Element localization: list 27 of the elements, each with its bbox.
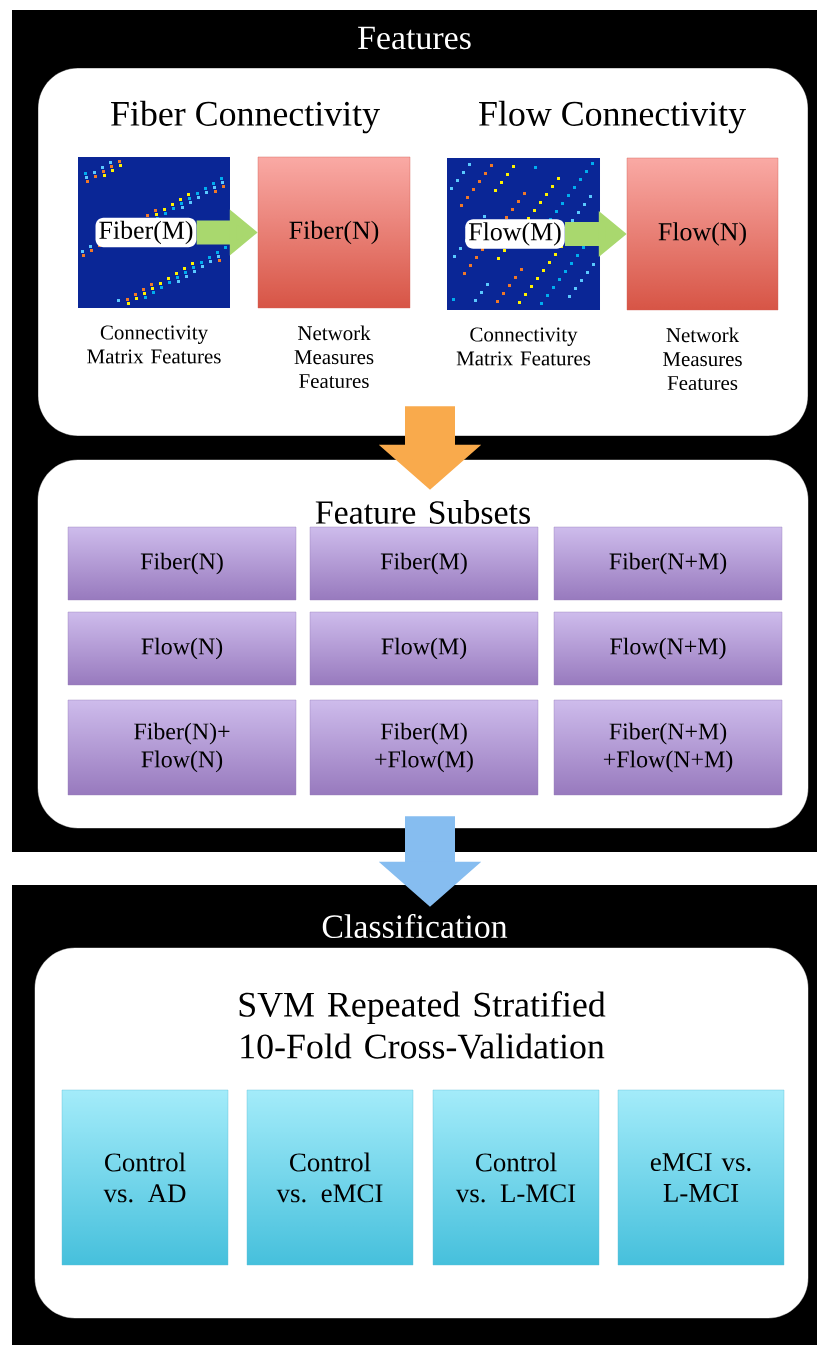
- measure-box: Flow(N): [626, 157, 779, 311]
- measure-box: Fiber(N): [257, 156, 411, 309]
- subset-box: Fiber(M): [309, 526, 539, 601]
- comparison-box: Control vs. L-MCI: [432, 1089, 600, 1266]
- node-label: Fiber(M): [95, 217, 197, 248]
- subset-box: Fiber(M) +Flow(M): [309, 699, 539, 796]
- subset-box: Fiber(N)+ Flow(N): [67, 699, 297, 796]
- node-caption: Network Measures Features: [663, 327, 742, 391]
- section-heading: Flow Connectivity: [479, 100, 746, 134]
- node-label: Flow(M): [465, 219, 565, 249]
- node-caption: Network Measures Features: [294, 325, 374, 389]
- panel-title: Features: [358, 26, 471, 50]
- subset-box: Fiber(N): [67, 526, 297, 601]
- card-title: SVM Repeated Stratified 10-Fold Cross-Validation: [239, 991, 606, 1059]
- comparison-box: Control vs. AD: [61, 1089, 229, 1266]
- subset-box: Fiber(N+M) +Flow(N+M): [553, 699, 783, 796]
- section-heading: Fiber Connectivity: [111, 100, 380, 134]
- node-caption: Connectivity Matrix Features: [456, 327, 591, 366]
- subset-box: Flow(N+M): [553, 611, 783, 686]
- card-title: Feature Subsets: [315, 500, 530, 524]
- subset-box: Flow(N): [67, 611, 297, 686]
- subset-box: Flow(M): [309, 611, 539, 686]
- subset-box: Fiber(N+M): [553, 526, 783, 601]
- comparison-box: Control vs. eMCI: [246, 1089, 414, 1266]
- comparison-box: eMCI vs. L-MCI: [617, 1089, 785, 1266]
- panel-title: Classification: [322, 913, 508, 939]
- node-caption: Connectivity Matrix Features: [87, 325, 221, 364]
